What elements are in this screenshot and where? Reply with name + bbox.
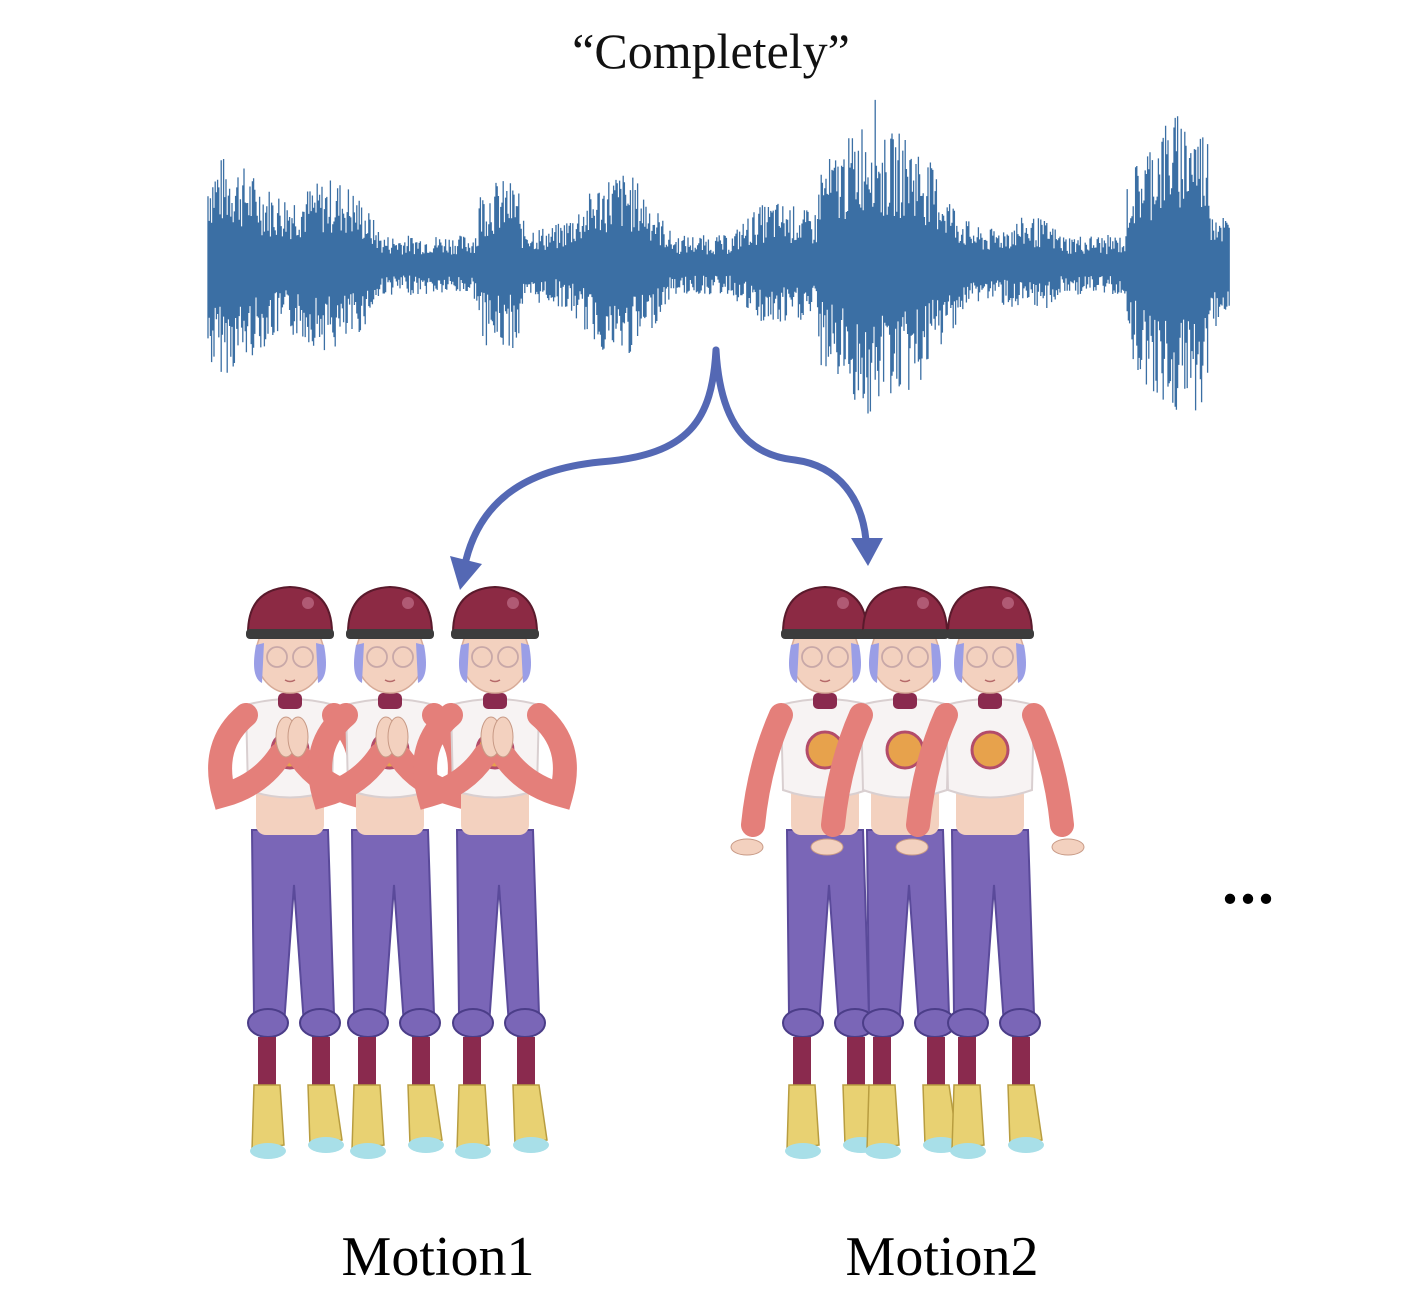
audio-waveform bbox=[207, 99, 1230, 414]
avatar-figure bbox=[208, 585, 372, 1159]
motion2-label: Motion2 bbox=[845, 1226, 1039, 1288]
word-caption: “Completely” bbox=[572, 23, 850, 79]
avatar-figure bbox=[895, 585, 1085, 1159]
avatar-figure bbox=[308, 585, 472, 1159]
split-arrows bbox=[450, 346, 883, 590]
curved-arrow-right-icon bbox=[712, 346, 883, 566]
motion2-avatar-group bbox=[730, 585, 1085, 1159]
motion1-avatar-group bbox=[208, 585, 577, 1159]
avatar-figure bbox=[413, 585, 577, 1159]
curved-arrow-left-icon bbox=[450, 346, 720, 590]
waveform-path bbox=[207, 99, 1230, 414]
more-motions-indicator: ... bbox=[1222, 846, 1276, 917]
motion1-label: Motion1 bbox=[341, 1226, 535, 1288]
